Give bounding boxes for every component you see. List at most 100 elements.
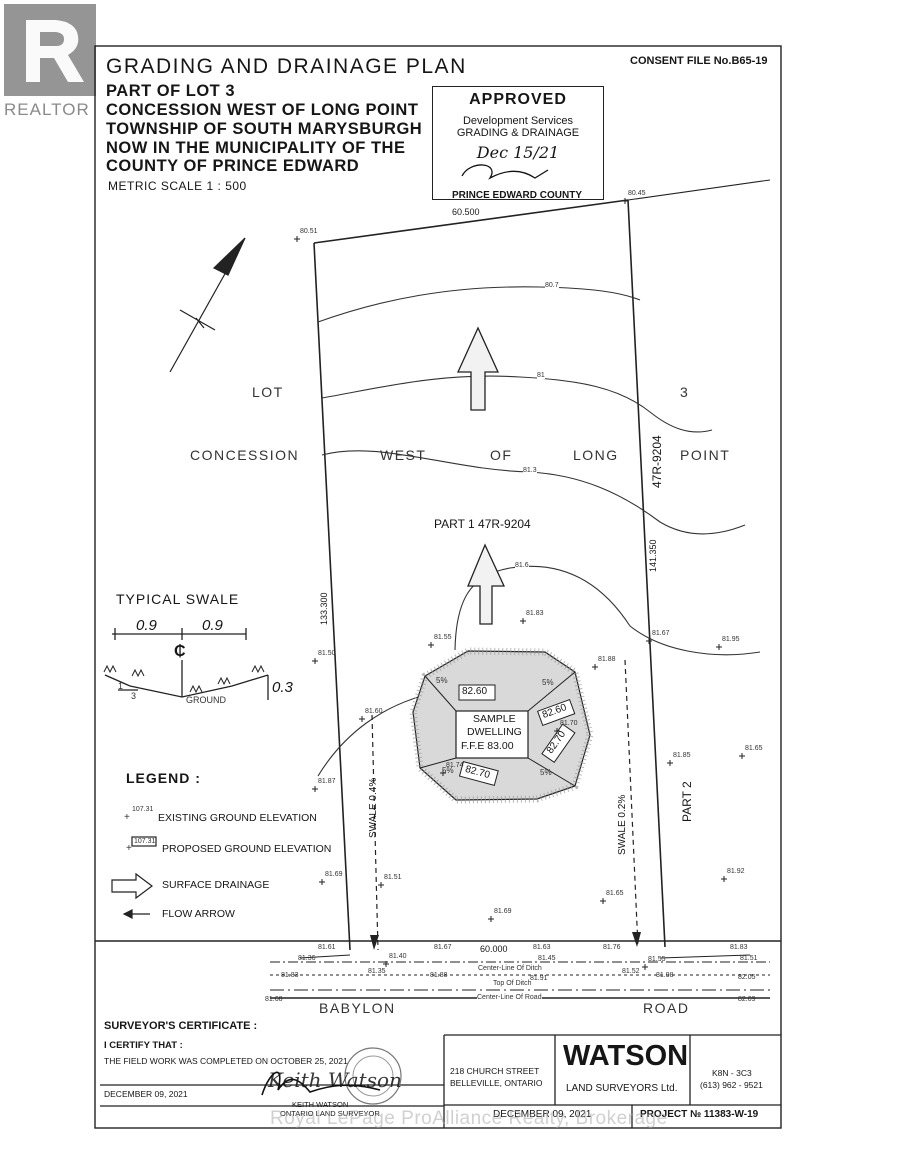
dwelling-slope-1: 5% [436, 676, 448, 685]
title-block [100, 1034, 781, 1128]
spot-elevation-6: 81.95 [722, 636, 740, 643]
road-elevation-1: 81.36 [298, 955, 316, 962]
spot-elevation-cross-2 [520, 618, 526, 624]
spot-elevation-cross-12 [554, 728, 560, 734]
spot-elevation-16: 81.65 [606, 890, 624, 897]
road-elevation-2: 81.67 [434, 944, 452, 951]
road-name-1: BABYLON [319, 1000, 396, 1016]
metric-scale: METRIC SCALE 1 : 500 [108, 179, 247, 193]
swale-ground: GROUND [186, 695, 226, 705]
spot-elevation-15: 81.51 [384, 874, 402, 881]
left-dimension: 133.300 [319, 592, 329, 625]
concession-word-2: WEST [380, 447, 427, 463]
contour-lines [317, 286, 761, 777]
certificate-signer-title: ONTARIO LAND SURVEYOR [280, 1109, 380, 1118]
lot-number: 3 [680, 384, 690, 400]
stamp-line-1: Development Services [462, 115, 574, 127]
spot-elevation-17: 81.69 [494, 908, 512, 915]
dwelling-elevation-1: 82.60 [462, 686, 488, 697]
realtor-label: REALTOR [4, 100, 90, 119]
spot-elevation-12: 81.70 [560, 720, 578, 727]
contour-label-81-3: 81.3 [523, 467, 537, 474]
certificate-signer: KEITH WATSON [292, 1100, 349, 1109]
spot-elevation-cross-1 [622, 198, 628, 204]
spot-elevation-cross-11 [312, 786, 318, 792]
approval-stamp: APPROVED Development Services GRADING & … [432, 86, 604, 200]
consent-file: CONSENT FILE No.B65-19 [630, 55, 768, 67]
certificate-signature: Keith Watson [268, 1068, 402, 1092]
header-line-3: TOWNSHIP OF SOUTH MARYSBURGH [106, 120, 423, 138]
swale-dim-left: 0.9 [136, 617, 157, 634]
spot-elevation-14: 81.69 [325, 871, 343, 878]
dwelling-label-2: DWELLING [467, 726, 522, 738]
road-elevation-14: 82.05 [738, 974, 756, 981]
spot-elevation-cross-16 [600, 898, 606, 904]
dwelling-slope-3: 5% [442, 766, 454, 775]
spot-elevation-3: 81.55 [434, 634, 452, 641]
right-dimension: 141.350 [648, 539, 658, 572]
header-line-1: PART OF LOT 3 [106, 82, 236, 100]
swale-depth: 0.3 [272, 679, 293, 696]
dwelling-label-1: SAMPLE [473, 713, 516, 725]
legend-existing-text: EXISTING GROUND ELEVATION [158, 812, 317, 824]
spot-elevation-2: 81.83 [526, 610, 544, 617]
titleblock-project: PROJECT № 11383-W-19 [640, 1109, 759, 1120]
road-elevation-8: 81.35 [368, 968, 386, 975]
swale-ratio-1: 1 [118, 681, 124, 691]
spot-elevation-18: 81.92 [727, 868, 745, 875]
concession-word-1: CONCESSION [190, 447, 300, 463]
spot-elevation-cross-15 [378, 882, 384, 888]
legend-symbols [111, 836, 157, 919]
spot-elevation-19: 81.40 [389, 953, 407, 960]
spot-elevation-5: 81.67 [652, 630, 670, 637]
certificate-date: DECEMBER 09, 2021 [104, 1089, 188, 1099]
spot-elevation-1: 80.45 [628, 190, 646, 197]
stamp-title: APPROVED [469, 91, 567, 108]
spot-elevation-cross-8 [359, 716, 365, 722]
road-elevation-7: 81.51 [740, 955, 758, 962]
spot-elevation-marks [294, 198, 745, 970]
legend-existing-cross: + [124, 812, 130, 823]
dwelling-slope-2: 5% [542, 678, 554, 687]
spot-elevation-10: 81.65 [745, 745, 763, 752]
legend-existing-sample: 107.31 [132, 806, 154, 813]
spot-elevation-cross-3 [428, 642, 434, 648]
concession-word-3: OF [490, 447, 513, 463]
spot-elevation-cross-0 [294, 236, 300, 242]
road-elevation-5: 81.76 [603, 944, 621, 951]
swale-centerline-symbol: ₵ [174, 643, 186, 660]
lot-word: LOT [252, 384, 284, 400]
titleblock-address-2: BELLEVILLE, ONTARIO [450, 1078, 543, 1088]
sheet-border [94, 45, 782, 1129]
titleblock-date: DECEMBER 09, 2021 [493, 1109, 592, 1120]
spot-elevation-cross-6 [716, 644, 722, 650]
ditch-top-label: Top Of Ditch [493, 980, 532, 987]
brokerage-watermark: Royal LePage ProAlliance Realty, Brokera… [270, 1108, 668, 1129]
ditch-centerline-label: Center-Line Of Ditch [478, 965, 542, 972]
titleblock-company: WATSON [563, 1040, 689, 1072]
part-1-label: PART 1 47R-9204 [434, 517, 531, 531]
bottom-dimension: 60.000 [480, 944, 508, 954]
surveyor-signature [261, 1071, 381, 1096]
spot-elevation-8: 81.60 [365, 708, 383, 715]
road-elevation-13: 81.98 [656, 972, 674, 979]
legend-proposed-sample: 107.31 [134, 838, 156, 845]
legend-proposed-text: PROPOSED GROUND ELEVATION [162, 843, 332, 855]
road-elevation-15: 81.68 [265, 996, 283, 1003]
typical-swale-detail [103, 628, 269, 700]
dwelling-slope-4: 5% [540, 768, 552, 777]
road-elevation-0: 81.61 [318, 944, 336, 951]
plan-title: GRADING AND DRAINAGE PLAN [106, 55, 467, 78]
swale-title: TYPICAL SWALE [116, 591, 240, 607]
certificate-title: SURVEYOR'S CERTIFICATE : [104, 1020, 258, 1032]
road-name-2: ROAD [643, 1000, 690, 1016]
surveyor-seal [344, 1047, 402, 1105]
road-elevation-16: 82.09 [738, 996, 756, 1003]
road-elevation-6: 81.83 [730, 944, 748, 951]
swale-ratio-3: 3 [131, 691, 137, 701]
top-dimension: 60.500 [452, 207, 480, 217]
spot-elevation-cross-14 [319, 879, 325, 885]
spot-elevation-cross-10 [739, 753, 745, 759]
spot-elevation-0: 80.51 [300, 228, 318, 235]
